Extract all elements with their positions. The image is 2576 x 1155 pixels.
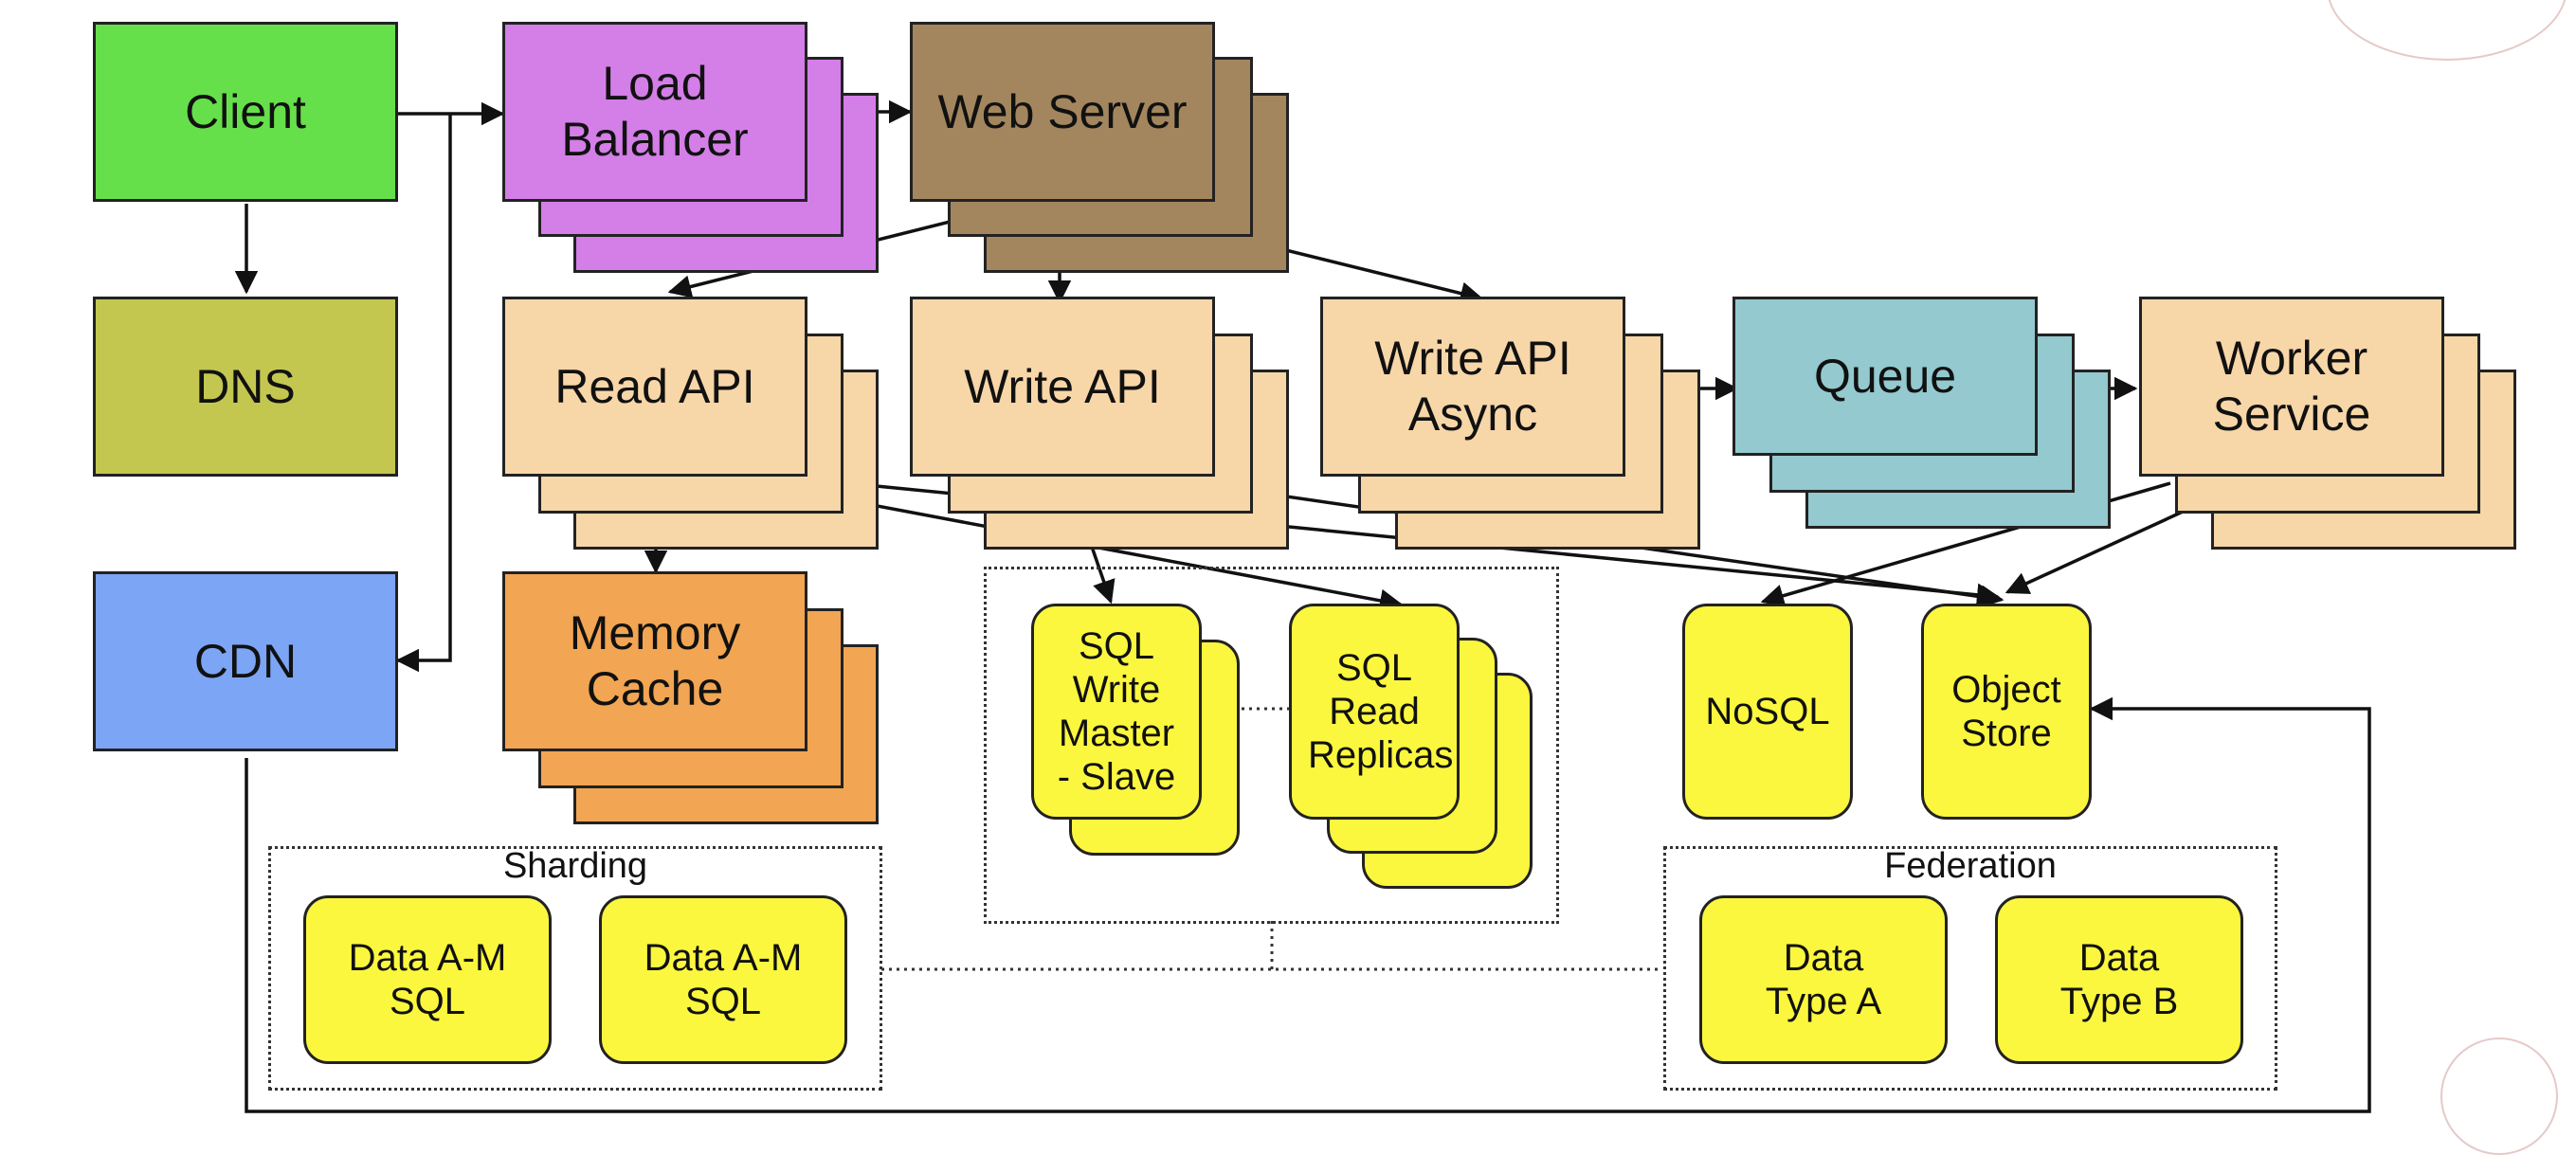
edge-client-cdn — [395, 114, 452, 673]
write-api-label: Write API — [964, 359, 1161, 413]
federation-title: Federation — [1884, 846, 2057, 886]
write-api-node: Write API — [910, 297, 1215, 477]
edge-readapi-objstore — [655, 462, 2001, 607]
cdn-node: CDN — [93, 571, 398, 751]
queue-node: Queue — [1732, 297, 2038, 456]
sharding-data-1-node: Data A-M SQL — [303, 895, 552, 1064]
web-server-node: Web Server — [910, 22, 1215, 202]
sharding-group — [268, 846, 882, 1091]
dns-label: DNS — [195, 359, 296, 413]
federation-data-a-node: Data Type A — [1699, 895, 1948, 1064]
sharding-title: Sharding — [502, 846, 648, 886]
memory-cache-node: Memory Cache — [502, 571, 807, 751]
federation-data-b-label: Data Type B — [2059, 937, 2179, 1022]
federation-data-a-label: Data Type A — [1765, 937, 1882, 1022]
dns-node: DNS — [93, 297, 398, 477]
worker-service-label: Worker Service — [2212, 332, 2371, 441]
client-label: Client — [185, 84, 306, 138]
sharding-data-2-label: Data A-M SQL — [644, 937, 803, 1022]
queue-label: Queue — [1813, 349, 1957, 403]
sql-write-master-label: SQL Write Master - Slave — [1057, 625, 1176, 798]
corner-decoration-bottom — [2440, 1038, 2558, 1155]
write-api-async-label: Write API Async — [1374, 332, 1571, 441]
memory-cache-label: Memory Cache — [569, 606, 741, 715]
write-api-async-node: Write API Async — [1320, 297, 1625, 477]
nosql-label: NoSQL — [1705, 691, 1830, 732]
object-store-label: Object Store — [1951, 669, 2061, 754]
load-balancer-label: Load Balancer — [561, 57, 749, 166]
worker-service-node: Worker Service — [2139, 297, 2444, 477]
client-node: Client — [93, 22, 398, 202]
nosql-node: NoSQL — [1682, 604, 1853, 820]
sql-read-replicas-node: SQL Read Replicas — [1289, 604, 1460, 820]
sql-write-master-node: SQL Write Master - Slave — [1031, 604, 1202, 820]
load-balancer-node: Load Balancer — [502, 22, 807, 202]
object-store-node: Object Store — [1921, 604, 2092, 820]
read-api-label: Read API — [554, 359, 755, 413]
edge-cdn-objstore — [245, 696, 2371, 1113]
sharding-data-2-node: Data A-M SQL — [599, 895, 847, 1064]
cdn-label: CDN — [193, 634, 298, 688]
sharding-data-1-label: Data A-M SQL — [348, 937, 507, 1022]
sql-read-replicas-label: SQL Read Replicas — [1308, 647, 1454, 776]
web-server-label: Web Server — [937, 84, 1188, 138]
federation-data-b-node: Data Type B — [1995, 895, 2243, 1064]
read-api-node: Read API — [502, 297, 807, 477]
sql-cluster-group — [984, 567, 1559, 924]
federation-group — [1663, 846, 2277, 1091]
